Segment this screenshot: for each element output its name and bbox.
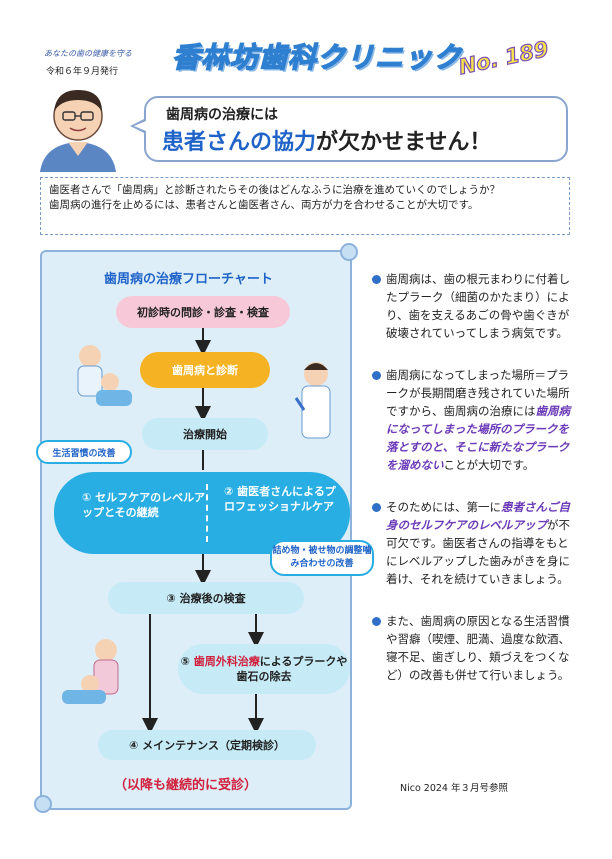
step-maintenance: ④ メインテナンス（定期検診）: [98, 730, 316, 760]
step-selfcare: ① セルフケアのレベルアップとその継続: [82, 491, 206, 519]
headline-line2: 患者さんの協力が欠かせません！: [162, 124, 491, 156]
headline-speech-bubble: [144, 96, 568, 162]
list-item: 歯周病になってしまった場所＝プラークが長期間磨き残されていた場所ですから、歯周病…: [372, 366, 576, 474]
step-surgery-rest: によるプラークや歯石の除去: [236, 655, 348, 683]
bullet-icon: [372, 617, 381, 626]
flowchart-title: 歯周病の治療フローチャート: [104, 272, 273, 287]
clinic-name: 香林坊歯科クリニック: [171, 40, 463, 74]
step-surgery-prefix: ⑤: [180, 655, 194, 668]
doctor-illustration: [40, 90, 116, 172]
bullet-text-2-pre: 歯周病になってしまった場所＝プラークが長期間磨き残されていた場所ですから、歯周病…: [386, 368, 570, 418]
bullet-text-2-em: 歯周病になってしまった場所のプラークを落とすのと、そこに新たなプラークを溜めない: [386, 404, 570, 472]
care-divider: [206, 484, 208, 542]
bullet-icon: [372, 503, 381, 512]
dentist-illustration-3: [62, 639, 119, 704]
speech-tail-inner: [134, 121, 146, 131]
intro-box: 歯医者さんで「歯周病」と診断されたらその後はどんなふうに治療を進めていくのでしょ…: [40, 177, 570, 235]
bullet-text-3-em: 患者さんご自身のセルフケアのレベルアップ: [386, 500, 570, 532]
bullet-icon: [372, 275, 381, 284]
explanation-list: 歯周病は、歯の根元まわりに付着したプラーク（細菌のかたまり）により、歯を支えるあ…: [372, 270, 576, 708]
source-citation: Nico 2024 年３月号参照: [400, 783, 508, 794]
dentist-illustration-2: [294, 362, 331, 439]
list-item: 歯周病は、歯の根元まわりに付着したプラーク（細菌のかたまり）により、歯を支えるあ…: [372, 270, 576, 342]
step-diagnosis: 歯周病と診断: [140, 352, 270, 388]
bullet-text-2-post: ことが大切です。: [443, 458, 535, 472]
dentist-illustration-1: [77, 345, 132, 406]
tagline: あなたの歯の健康を守る: [44, 49, 132, 58]
bullet-text-3-post: が不可欠です。歯医者さんの指導をもとにレベルアップした歯みがきを身に着け、それを…: [386, 518, 570, 586]
step-surgery: ⑤ 歯周外科治療によるプラークや歯石の除去: [178, 644, 350, 694]
bullet-icon: [372, 371, 381, 380]
step-initial-exam: 初診時の問診・診査・検査: [116, 296, 290, 328]
bullet-text-1: 歯周病は、歯の根元まわりに付着したプラーク（細菌のかたまり）により、歯を支えるあ…: [386, 272, 570, 340]
step-continuing: （以降も継続的に受診）: [114, 778, 258, 793]
step-post-exam: ③ 治療後の検査: [108, 582, 304, 614]
step-professional-care: ② 歯医者さんによるプロフェッショナルケア: [224, 485, 336, 513]
intro-line2: 歯周病の進行を止めるには、患者さんと歯医者さん、両方が力を合わせることが大切です…: [49, 199, 479, 211]
headline-line1: 歯周病の治療には: [166, 107, 278, 123]
list-item: そのためには、第一に患者さんご自身のセルフケアのレベルアップが不可欠です。歯医者…: [372, 498, 576, 588]
bullet-text-4: また、歯周病の原因となる生活習慣や習癖（喫煙、肥満、過度な飲酒、寝不足、歯ぎしり…: [386, 614, 570, 682]
publication-date: 令和６年９月発行: [46, 67, 119, 77]
headline-emphasis: 患者さんの協力: [162, 130, 317, 155]
step-treatment-start: 治療開始: [142, 418, 268, 450]
note-lifestyle: 生活習慣の改善: [36, 440, 132, 464]
scroll-curl-top: [340, 243, 358, 261]
scroll-curl-bottom: [34, 795, 52, 813]
note-restoration: 詰め物・被せ物の調整噛み合わせの改善: [270, 540, 374, 576]
list-item: また、歯周病の原因となる生活習慣や習癖（喫煙、肥満、過度な飲酒、寝不足、歯ぎしり…: [372, 612, 576, 684]
headline-rest: が欠かせません！: [316, 130, 492, 155]
step-surgery-emphasis: 歯周外科治療: [193, 655, 260, 668]
intro-line1: 歯医者さんで「歯周病」と診断されたらその後はどんなふうに治療を進めていくのでしょ…: [49, 184, 500, 196]
bullet-text-3-pre: そのためには、第一に: [386, 500, 501, 514]
